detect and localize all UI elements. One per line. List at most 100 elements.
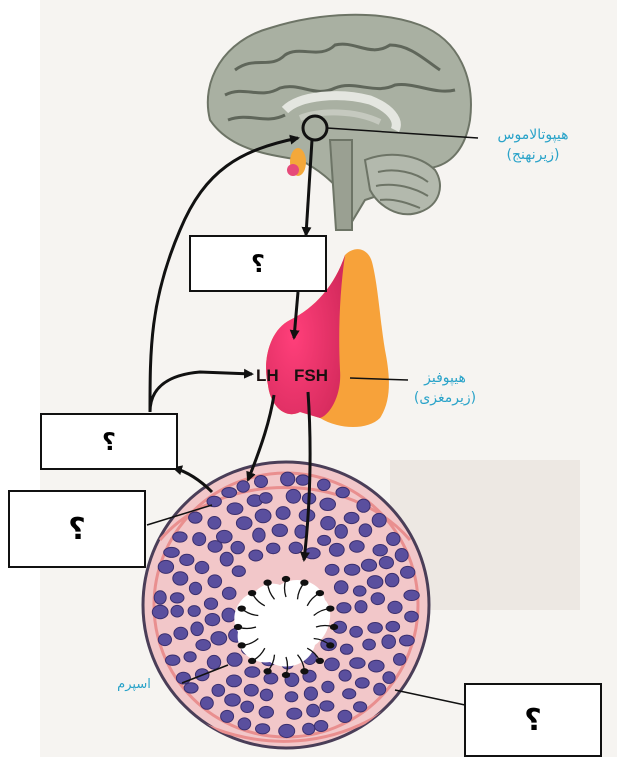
hypothalamus-label-line1: هیپوتالاموس xyxy=(478,125,588,145)
tubule-cell xyxy=(217,530,233,543)
tubule-cell xyxy=(371,593,384,605)
tubule-cell xyxy=(180,554,194,565)
hypothalamus-label: هیپوتالاموس (زیرنهنج) xyxy=(478,125,588,165)
tubule-cell xyxy=(255,476,268,488)
tubule-cell xyxy=(354,702,367,712)
unknown-box-1[interactable]: ؟ xyxy=(189,235,327,292)
tubule-cell xyxy=(227,675,242,687)
tubule-cell xyxy=(264,673,278,684)
tubule-cell xyxy=(363,639,376,650)
tubule-cell xyxy=(367,576,383,589)
tubule-cell xyxy=(158,634,171,646)
tubule-cell xyxy=(400,635,415,646)
tubule-cell xyxy=(355,601,367,613)
tubule-cell xyxy=(256,724,270,734)
tubule-cell xyxy=(325,658,340,671)
tubule-cell xyxy=(304,548,320,559)
tubule-cell xyxy=(208,575,222,588)
tubule-cell xyxy=(207,655,220,669)
tubule-cell xyxy=(287,708,302,719)
tubule-cell xyxy=(244,684,258,696)
tubule-cell xyxy=(322,681,334,692)
tubule-cell xyxy=(304,687,317,700)
tubule-cell xyxy=(329,543,344,556)
tubule-cell xyxy=(208,517,221,530)
tubule-cell xyxy=(385,573,399,586)
tubule-cell xyxy=(221,710,234,722)
tubule-cell xyxy=(325,564,339,575)
tubule-cell xyxy=(166,655,180,665)
tubule-cell xyxy=(395,549,408,562)
tubule-cell xyxy=(373,545,387,556)
tubule-cell xyxy=(344,512,359,523)
tubule-cell xyxy=(152,605,168,618)
unknown-box-2[interactable]: ؟ xyxy=(40,413,178,470)
tubule-cell xyxy=(231,541,244,553)
tubule-cell xyxy=(225,694,241,706)
tubule-cell xyxy=(249,550,263,561)
tubule-cell xyxy=(241,701,254,712)
tubule-cell xyxy=(372,513,386,527)
tubule-cell xyxy=(173,532,187,542)
tubule-cell xyxy=(379,557,393,569)
tubule-cell xyxy=(272,524,287,536)
tubule-cell xyxy=(195,561,209,573)
tubule-cell xyxy=(204,598,217,609)
tubule-cell xyxy=(320,701,334,711)
tubule-cell xyxy=(350,541,365,553)
tubule-cell xyxy=(245,667,260,678)
tubule-cell xyxy=(343,689,356,699)
tubule-cell xyxy=(369,660,385,672)
tubule-cell xyxy=(253,528,265,542)
tubule-cell xyxy=(227,653,242,666)
tubule-cell xyxy=(368,623,383,634)
tubule-cell xyxy=(281,472,295,486)
tubule-cell xyxy=(184,683,198,693)
tubule-cell xyxy=(279,724,295,737)
tubule-cell xyxy=(318,479,331,490)
tubule-cell xyxy=(211,632,227,645)
unknown-box-3[interactable]: ؟ xyxy=(8,490,146,568)
tubule-cell xyxy=(276,507,290,520)
tubule-cell xyxy=(361,559,376,571)
tubule-cell xyxy=(339,670,351,681)
hypothalamus-label-line2: (زیرنهنج) xyxy=(478,145,588,165)
tubule-cell xyxy=(387,533,400,546)
tubule-cell xyxy=(173,572,188,585)
tubule-cell xyxy=(382,635,396,649)
tubule-cell xyxy=(196,640,211,651)
pituitary-label-line1: هیپوفیز xyxy=(400,368,490,388)
tubule-cell xyxy=(188,606,200,617)
tubule-cell xyxy=(222,587,236,599)
tubule-cell xyxy=(335,525,347,539)
tubule-cell xyxy=(303,723,315,734)
fsh-label: FSH xyxy=(294,366,328,386)
tubule-cell xyxy=(238,718,251,730)
tubule-cell xyxy=(321,517,336,530)
tubule-cell xyxy=(205,614,220,626)
tubule-cell xyxy=(388,601,402,613)
tubule-cell xyxy=(189,512,202,523)
tubule-cell xyxy=(401,566,415,578)
tubule-cell xyxy=(164,547,180,557)
tubule-cell xyxy=(191,622,203,636)
tubule-cell xyxy=(386,621,400,631)
tubule-cell xyxy=(357,499,370,512)
pituitary-label-line2: (زیرمغزی) xyxy=(400,388,490,408)
tubule-cell xyxy=(174,627,188,639)
tubule-cell xyxy=(170,593,184,603)
tubule-cell xyxy=(296,475,309,485)
tubule-cell xyxy=(222,488,237,498)
tubule-cell xyxy=(338,710,352,722)
tubule-cell xyxy=(337,603,351,613)
pituitary-label: هیپوفیز (زیرمغزی) xyxy=(400,368,490,408)
unknown-box-4[interactable]: ؟ xyxy=(464,683,602,757)
tubule-cell xyxy=(374,683,386,695)
tubule-cell xyxy=(353,586,366,596)
tubule-cell xyxy=(359,524,372,537)
tubule-cell xyxy=(334,581,348,594)
tubule-cell xyxy=(201,697,214,709)
tubule-cell xyxy=(350,626,363,637)
tubule-cell xyxy=(289,542,302,553)
tubule-cell xyxy=(355,678,369,688)
